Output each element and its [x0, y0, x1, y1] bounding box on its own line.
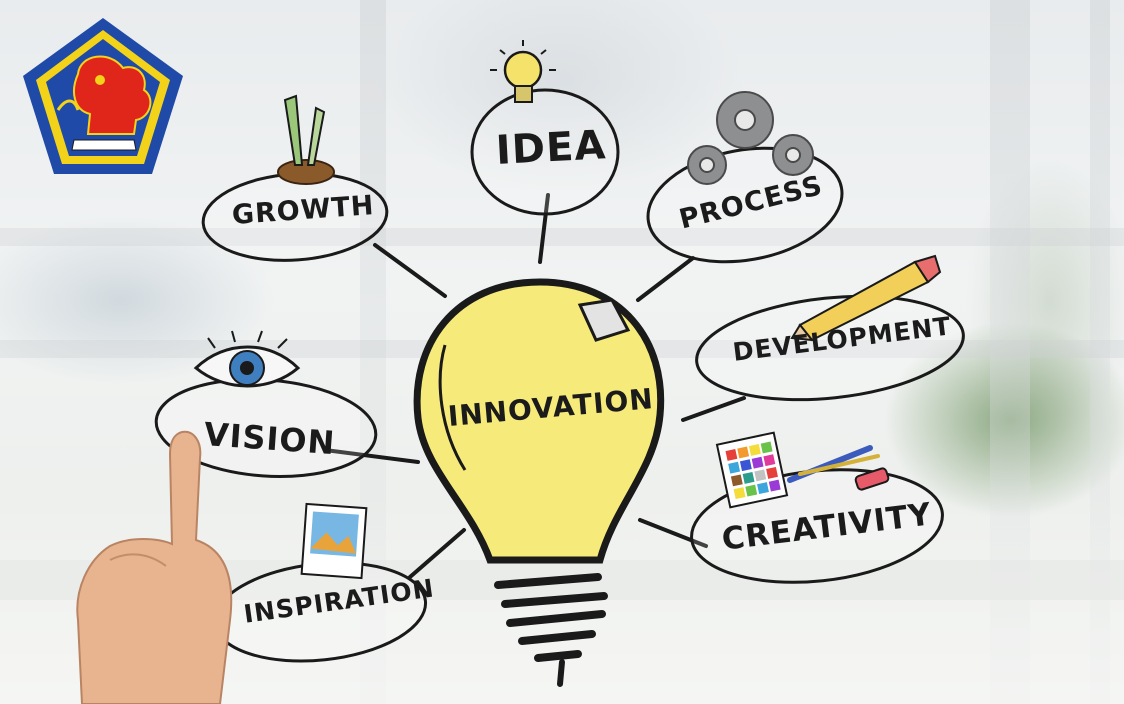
- pencil-icon: [790, 254, 942, 342]
- photo-icon: [300, 502, 368, 580]
- gears-icon: [687, 91, 814, 185]
- connector-inspiration: [408, 528, 466, 579]
- sprout-icon: [277, 94, 335, 185]
- connector-idea: [538, 193, 550, 264]
- label-idea: IDEA: [494, 122, 608, 174]
- connector-creativity: [638, 518, 708, 548]
- lightbulb-icon: [413, 278, 665, 687]
- small-lightbulb-icon: [490, 40, 556, 103]
- connector-vision: [323, 448, 420, 464]
- connector-process: [636, 256, 695, 302]
- development-oval: [695, 294, 965, 402]
- color-palette-icon: [715, 431, 890, 509]
- pointing-hand: [76, 430, 233, 704]
- background-building-ledge: [0, 228, 1124, 246]
- idea-oval: [470, 88, 620, 216]
- police-logo: [23, 18, 183, 174]
- eye-icon: [193, 330, 301, 388]
- connector-development: [681, 396, 746, 422]
- background-window-frame: [1090, 0, 1110, 704]
- connector-growth: [373, 243, 447, 298]
